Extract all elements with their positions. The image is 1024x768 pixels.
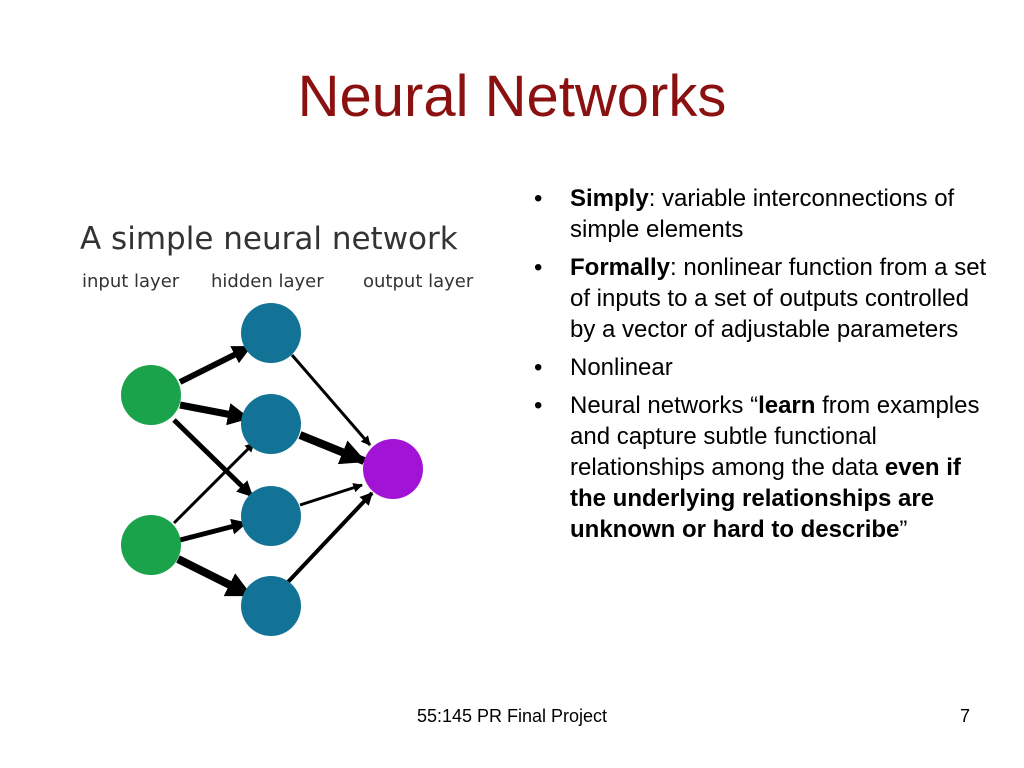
edge-i1-h2 <box>179 401 251 426</box>
output-node <box>363 439 423 499</box>
edge-h2-o <box>298 431 367 465</box>
input-node-2 <box>121 515 181 575</box>
bullet-text: : variable interconnections of simple el… <box>570 185 955 243</box>
bullet-item-formally: • Formally: nonlinear function from a se… <box>530 252 990 345</box>
slide-footer: 55:145 PR Final Project <box>416 706 608 726</box>
bullet-bold: even if the underlying relationships are… <box>570 454 961 543</box>
edge-h3-o <box>299 483 363 507</box>
bullet-marker: • <box>534 392 543 419</box>
hidden-layer-label: hidden layer <box>211 271 324 292</box>
bullet-text: Nonlinear <box>570 354 673 381</box>
bullet-item-learn: • Neural networks “learn from examples a… <box>530 390 990 545</box>
bullet-bold: learn <box>758 392 816 419</box>
network-graph <box>121 303 423 636</box>
slide-title: Neural Networks <box>297 64 727 129</box>
bullet-list: • Simply: variable interconnections of s… <box>530 183 990 552</box>
bullet-marker: • <box>534 254 543 281</box>
bullet-item-simply: • Simply: variable interconnections of s… <box>530 183 990 245</box>
bullet-bold: Formally <box>570 254 671 281</box>
neural-network-diagram: A simple neural network input layer hidd… <box>70 205 500 655</box>
hidden-node-3 <box>241 486 301 546</box>
hidden-node-2 <box>241 394 301 454</box>
bullet-text: : nonlinear function from a set of input… <box>570 254 987 343</box>
edge-i2-h3 <box>179 518 248 543</box>
edge-h4-o <box>286 491 374 584</box>
diagram-title: A simple neural network <box>80 221 458 257</box>
bullet-text: Neural networks “ <box>570 392 759 419</box>
edge-h1-o <box>290 354 372 446</box>
bullet-text: from examples and capture subtle functio… <box>570 392 980 481</box>
bullet-marker: • <box>534 185 543 212</box>
hidden-node-4 <box>241 576 301 636</box>
output-layer-label: output layer <box>363 271 474 292</box>
edge-i1-h3 <box>172 418 254 498</box>
page-number: 7 <box>959 706 970 726</box>
bullet-marker: • <box>534 354 543 381</box>
edge-i1-h1 <box>178 344 252 385</box>
input-layer-label: input layer <box>82 271 180 292</box>
edge-i2-h4 <box>176 555 253 599</box>
bullet-bold: Simply <box>570 185 649 212</box>
input-node-1 <box>121 365 181 425</box>
bullet-item-nonlinear: • Nonlinear <box>530 352 990 383</box>
edge-i2-h2 <box>172 441 256 525</box>
hidden-node-1 <box>241 303 301 363</box>
bullet-text: ” <box>899 516 908 543</box>
